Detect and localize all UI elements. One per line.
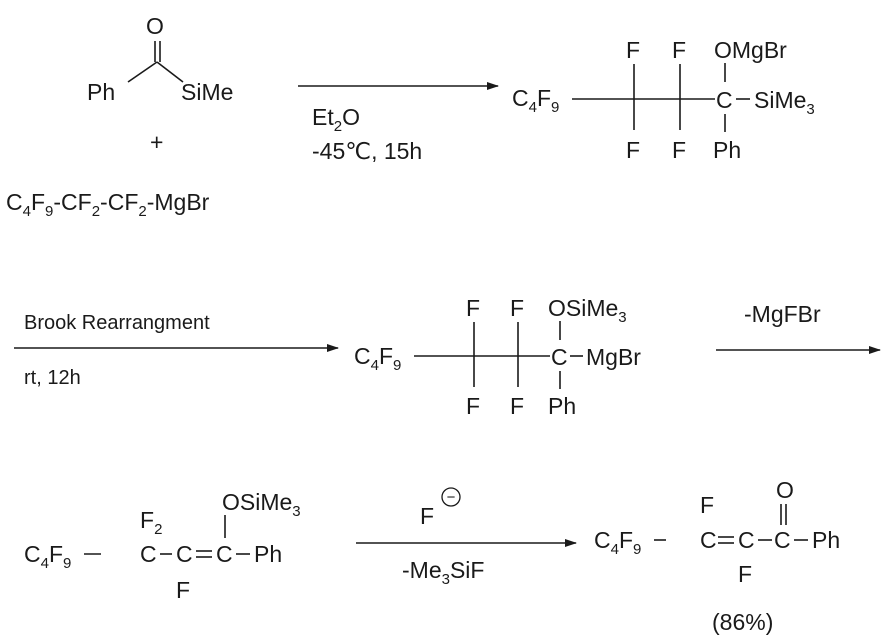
phenyl-label: Ph bbox=[254, 541, 282, 567]
carbon-1-label: C bbox=[700, 527, 717, 553]
byproduct-label: -Me3SiF bbox=[402, 557, 484, 588]
vinyl-fluorine-label: F bbox=[176, 577, 190, 603]
step1-conditions: -45℃, 15h bbox=[312, 138, 422, 164]
mgbr-label: MgBr bbox=[586, 344, 641, 370]
fluorine-top-2: F bbox=[510, 295, 524, 321]
carbon-3-label: C bbox=[216, 541, 233, 567]
fluorine-top-label: F bbox=[700, 492, 714, 518]
step2-label: Brook Rearrangment bbox=[24, 312, 210, 334]
enone-product: C4F9 F C C F C O Ph (86%) bbox=[594, 477, 840, 635]
carbonyl-carbon-label: C bbox=[774, 527, 791, 553]
bond-c-ph bbox=[127, 61, 158, 83]
grignard-reactant: C4F9-CF2-CF2-MgBr bbox=[6, 189, 210, 220]
quaternary-carbon-label: C bbox=[551, 344, 568, 370]
fluorine-top-2: F bbox=[672, 37, 686, 63]
cf2-label: F2 bbox=[140, 507, 162, 538]
fluorine-bottom-label: F bbox=[738, 561, 752, 587]
acylsilane-reactant: O Ph SiMe bbox=[87, 13, 233, 105]
fluoride-reagent: F bbox=[420, 503, 434, 529]
phenyl-label: Ph bbox=[812, 527, 840, 553]
perfluorobutyl-label: C4F9 bbox=[512, 85, 559, 116]
yield-label: (86%) bbox=[712, 609, 773, 635]
phenyl-label: Ph bbox=[548, 393, 576, 419]
negative-charge-sign: − bbox=[447, 489, 456, 506]
fluorine-top-1: F bbox=[626, 37, 640, 63]
omgbr-label: OMgBr bbox=[714, 37, 787, 63]
step3-label: -MgFBr bbox=[744, 301, 821, 327]
silyl-ether-grignard-intermediate: C4F9 F F F F OSiMe3 C MgBr Ph bbox=[354, 295, 641, 419]
carbon-2-label: C bbox=[738, 527, 755, 553]
fluorine-bottom-1: F bbox=[466, 393, 480, 419]
negative-charge-circle bbox=[441, 487, 461, 507]
perfluorobutyl-label: C4F9 bbox=[354, 343, 401, 374]
trimethylsilyl-label: SiMe3 bbox=[754, 87, 815, 118]
phenyl-label: Ph bbox=[87, 79, 115, 105]
silyl-label: SiMe bbox=[181, 79, 233, 105]
magnesium-alkoxide-intermediate: C4F9 F F F F OMgBr C SiMe3 Ph bbox=[512, 37, 815, 163]
solvent-label: Et2O bbox=[312, 104, 360, 135]
carbon-1-label: C bbox=[140, 541, 157, 567]
perfluorobutyl-label: C4F9 bbox=[24, 541, 71, 572]
fluorine-bottom-1: F bbox=[626, 137, 640, 163]
phenyl-label: Ph bbox=[713, 137, 741, 163]
carbon-2-label: C bbox=[176, 541, 193, 567]
osime3-label: OSiMe3 bbox=[222, 489, 301, 520]
bond-c-si bbox=[156, 61, 184, 83]
fluorine-top-1: F bbox=[466, 295, 480, 321]
fluorine-bottom-2: F bbox=[510, 393, 524, 419]
perfluorobutyl-label: C4F9 bbox=[594, 527, 641, 558]
silyl-enol-ether-intermediate: C4F9 F2 C C F C OSiMe3 Ph bbox=[24, 489, 301, 603]
osime3-label: OSiMe3 bbox=[548, 295, 627, 326]
carbonyl-oxygen-label: O bbox=[146, 13, 164, 39]
step2-conditions: rt, 12h bbox=[24, 367, 81, 389]
carbonyl-oxygen-label: O bbox=[776, 477, 794, 503]
fluorine-bottom-2: F bbox=[672, 137, 686, 163]
plus-sign: + bbox=[150, 129, 163, 155]
quaternary-carbon-label: C bbox=[716, 87, 733, 113]
